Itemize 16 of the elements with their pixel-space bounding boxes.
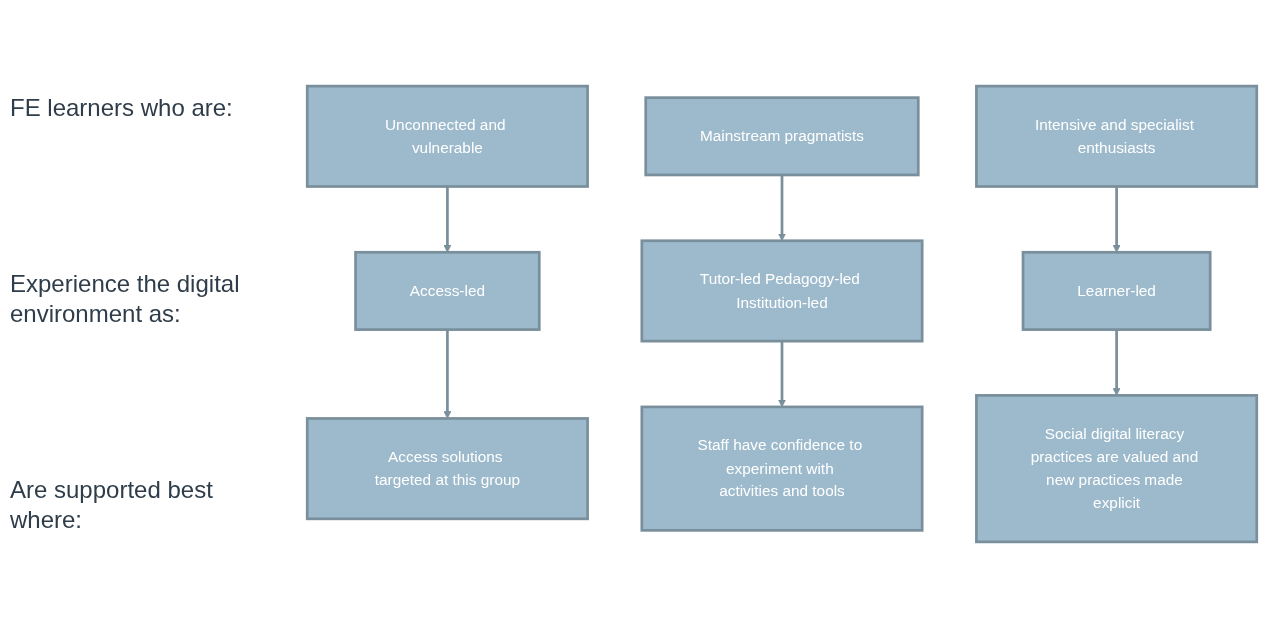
node-box: Access-led (354, 250, 541, 331)
arrow (443, 329, 452, 419)
node-box: Mainstream pragmatists (644, 96, 920, 177)
node-box: Intensive and specialist enthusiasts (975, 84, 1259, 188)
node-box: Access solutions targeted at this group (305, 417, 589, 521)
node-box: Social digital literacy practices are valued and new practices made explicit (975, 394, 1259, 544)
row-label: Experience the digital environment as: (10, 269, 241, 329)
row-label: FE learners who are: (10, 93, 234, 123)
node-box: Unconnected and vulnerable (305, 84, 589, 188)
arrow (443, 186, 452, 253)
arrow (1112, 186, 1121, 253)
arrow (1112, 329, 1121, 396)
node-box: Tutor-led Pedagogy-led Institution-led (640, 239, 924, 343)
node-box: Staff have confidence to experiment with activities and tools (640, 405, 924, 532)
node-box: Learner-led (1021, 250, 1212, 331)
row-label: Are supported best where: (10, 475, 214, 535)
